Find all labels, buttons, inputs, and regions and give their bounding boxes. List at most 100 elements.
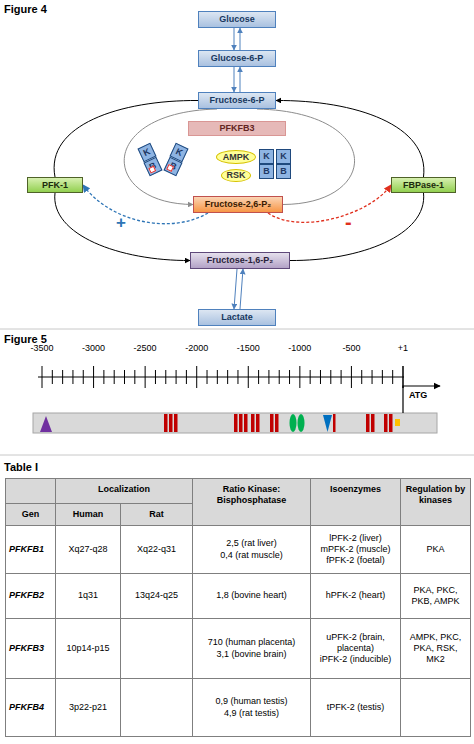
table-text: hPFK-2 (heart) [314, 590, 397, 601]
binding-site [389, 414, 393, 432]
binding-site [256, 414, 260, 432]
table-text: 3,1 (bovine brain) [196, 649, 307, 660]
connector-line [54, 100, 198, 177]
enzyme-box: PFK-1 [27, 177, 83, 193]
promoter-bar [33, 413, 437, 433]
table-cell [121, 679, 193, 737]
table-text: 0,9 (human testis) [196, 696, 307, 707]
text-label: +1 [383, 344, 423, 354]
table-text: PFKFB4 [9, 702, 52, 713]
site-ellipse [298, 414, 305, 432]
table-cell: 10p14-p15 [56, 619, 121, 679]
connector-line [240, 67, 241, 92]
table-cell: tPFK-2 (testis) [311, 679, 401, 737]
table-cell: 0,9 (human testis)4,9 (rat testis) [193, 679, 311, 737]
node-text: Glucose-6-P [211, 54, 264, 63]
connector-line [268, 185, 391, 222]
binding-site [251, 414, 255, 432]
site-triangle [40, 416, 52, 432]
node-text: B [280, 167, 287, 176]
binding-site [371, 414, 375, 432]
table-cell: Localization [56, 479, 193, 504]
table-text: iPFK-2 (inducible) [314, 654, 397, 665]
table-text: Xq27-q28 [59, 544, 117, 555]
connector [234, 269, 243, 309]
table-cell: PFKFB4 [6, 679, 56, 737]
table-text: lPFK-2 (liver) [314, 533, 397, 544]
table-text: PKA, PKC, PKB, AMPK [404, 585, 467, 608]
connector [234, 28, 240, 50]
table-text: 1q31 [59, 590, 117, 601]
metabolite-box: Lactate [198, 309, 276, 326]
table-cell: Human [56, 504, 121, 526]
metabolite-box: Glucose-6-P [198, 50, 276, 67]
node-text: Fructose-6-P [209, 96, 264, 105]
table-text: mPFK-2 (muscle) [314, 544, 397, 555]
table-cell: Regulation by kinases [401, 479, 471, 526]
table-text: Human [59, 509, 117, 520]
text-label: Table I [4, 461, 84, 473]
connector-line [240, 28, 241, 50]
table-cell: Gen [6, 504, 56, 526]
table-text: PFKFB1 [9, 544, 52, 555]
connector-line [234, 269, 237, 309]
connector-line [240, 269, 243, 309]
node-text: K [280, 152, 287, 161]
table-text: Ratio Kinase: Bisphosphatase [196, 484, 307, 507]
table-text: 2,5 (rat liver) [196, 538, 307, 549]
table-text: PKA [404, 544, 467, 555]
binding-site [275, 414, 279, 432]
binding-sites [164, 414, 393, 432]
text-label: -500 [331, 344, 371, 354]
node-text: AMPK [223, 153, 250, 162]
text-label: -3000 [74, 344, 114, 354]
table-text: 10p14-p15 [59, 643, 117, 654]
table-row: PFKFB21q3113q24-q251,8 (bovine heart)hPF… [6, 574, 471, 619]
node-text: Fructose-2,6-P₂ [205, 200, 272, 209]
metabolite-box: Fructose-6-P [198, 92, 276, 109]
binding-site [234, 414, 238, 432]
text-label: -2500 [125, 344, 165, 354]
table-text: fPFK-2 (foetal) [314, 555, 397, 566]
table-row: PFKFB1 Xq27-q28 Xq22-q31 2,5 (rat liver)0,4… [6, 526, 471, 574]
table-cell: PFKFB1 [6, 526, 56, 574]
table-text: Gen [9, 509, 52, 520]
table-cell: hPFK-2 (heart) [311, 574, 401, 619]
domain-block: K [276, 149, 291, 164]
connector [83, 185, 208, 224]
table-text: AMPK, PKC, PKA, RSK, MK2 [404, 632, 467, 666]
table-cell: 710 (human placenta)3,1 (bovine brain) [193, 619, 311, 679]
table-cell: 13q24-q25 [121, 574, 193, 619]
node-text: FBPase-1 [403, 181, 444, 190]
table-text: 4,9 (rat testis) [196, 708, 307, 719]
table-cell: uPFK-2 (brain, placenta)iPFK-2 (inducibl… [311, 619, 401, 679]
table-cell: Xq27-q28 [56, 526, 121, 574]
node-text: Fructose-1,6-P₂ [207, 256, 274, 265]
metabolite-box: Glucose [198, 11, 276, 28]
metabolite-box: Fructose-2,6-P₂ [193, 196, 283, 213]
node-text: Glucose [219, 15, 255, 24]
table-cell: PKA, PKC, PKB, AMPK [401, 574, 471, 619]
binding-site [239, 414, 243, 432]
binding-site [384, 414, 388, 432]
binding-site [333, 414, 336, 432]
connector [276, 100, 424, 177]
table-cell: lPFK-2 (liver)mPFK-2 (muscle)fPFK-2 (foe… [311, 526, 401, 574]
enzyme-box: PFKFB3 [188, 121, 286, 136]
data-table: LocalizationRatio Kinase: Bisphosphatase… [5, 478, 471, 737]
text-label: -1500 [228, 344, 268, 354]
kinase-ellipse: RSK [221, 169, 251, 182]
table-cell [6, 479, 56, 504]
table-body: LocalizationRatio Kinase: Bisphosphatase… [6, 479, 471, 737]
connector [234, 67, 240, 92]
binding-site [174, 414, 178, 432]
connector [55, 193, 190, 261]
connector [54, 100, 198, 177]
node-text: PFK-1 [42, 181, 68, 190]
binding-site [366, 414, 370, 432]
table-text: Xq22-q31 [124, 544, 189, 555]
table-cell: 2,5 (rat liver)0,4 (rat muscle) [193, 526, 311, 574]
binding-site [169, 414, 173, 432]
table-cell: 1,8 (bovine heart) [193, 574, 311, 619]
